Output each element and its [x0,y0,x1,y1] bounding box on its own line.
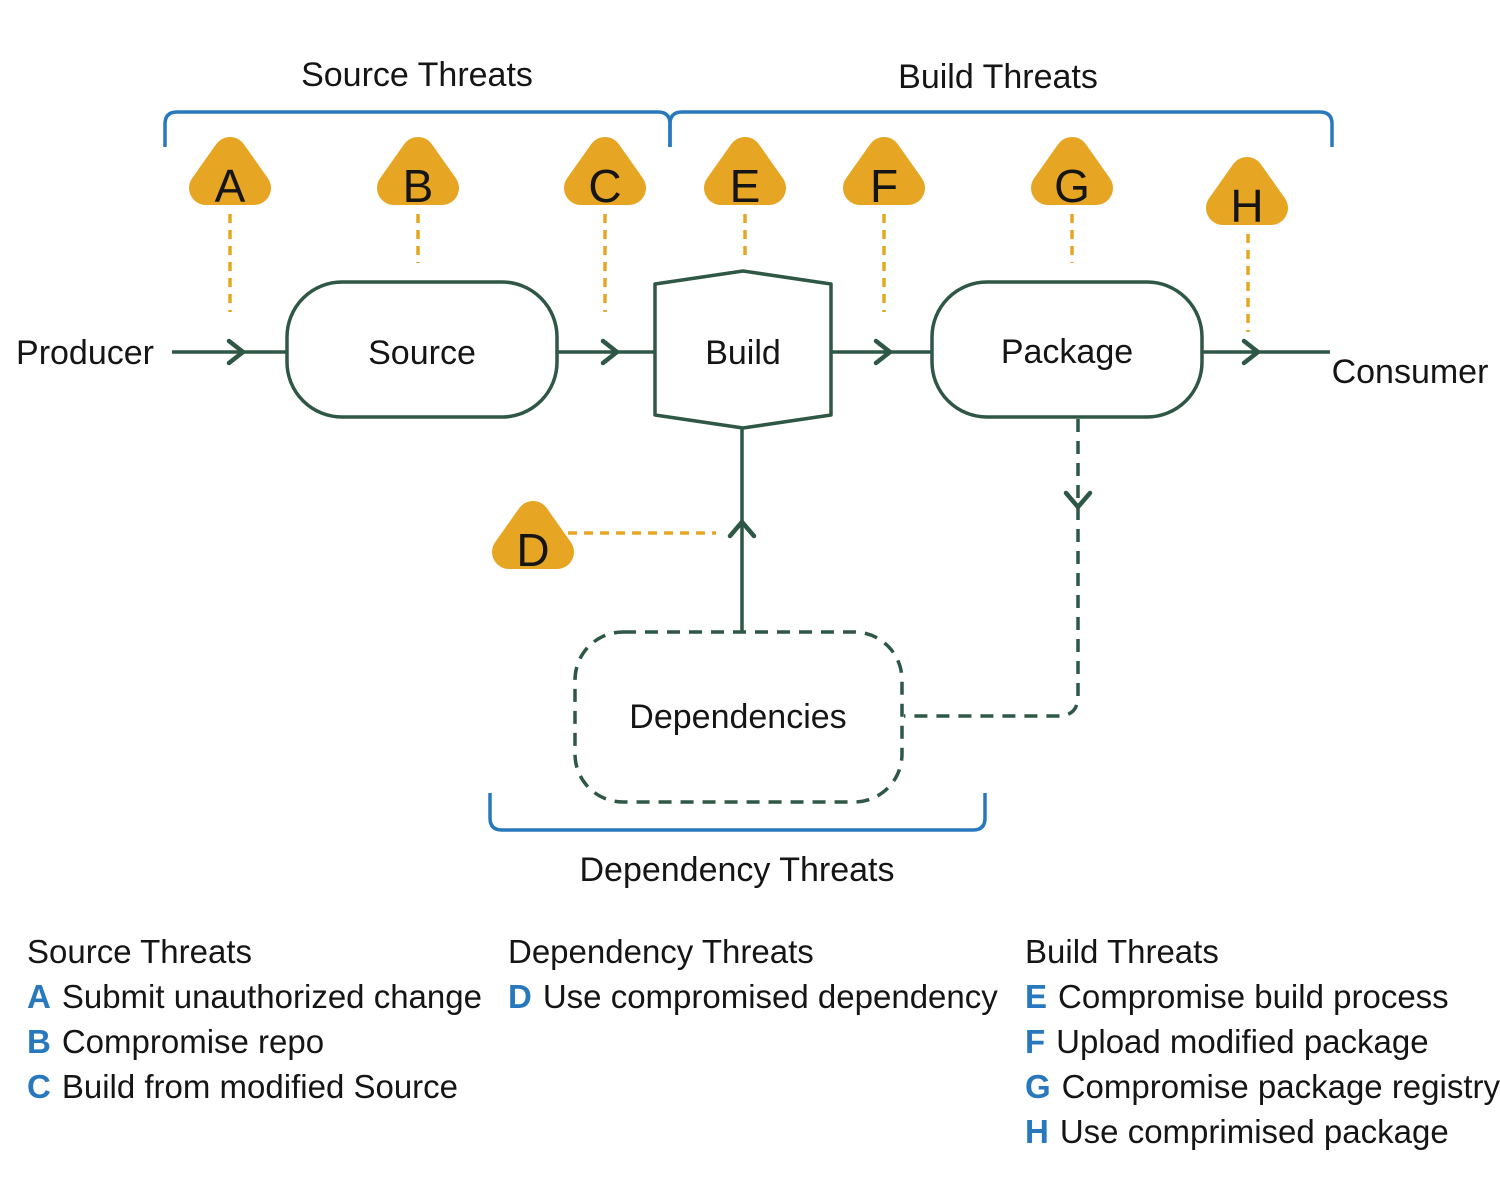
legend-key: B [27,1023,51,1060]
threat-letter-g: G [1054,160,1090,212]
legend-key: F [1025,1023,1046,1060]
legend-item-label: Build from modified Source [61,1068,459,1105]
threat-letter-c: C [588,160,621,212]
dependencies-box [573,630,904,804]
source-label: Source [368,334,476,372]
warning-triangle-icon-g [1031,137,1113,205]
legend-item-label: Use comprimised package [1059,1113,1449,1150]
legend-item-label: Compromise build process [1058,978,1449,1015]
producer-label: Producer [16,334,154,372]
title-source-threats: Source Threats [301,56,533,94]
legend-key: H [1025,1113,1049,1150]
threat-letter-e: E [730,160,761,212]
warning-triangle-icon-a [189,137,271,205]
legend-item: B Compromise repo [27,1019,482,1064]
legend-header: Source Threats [27,933,253,970]
legend-key: C [27,1068,51,1105]
legend-item: F Upload modified package [1025,1019,1500,1064]
legend-key: A [27,978,51,1015]
arrowhead-package-consumer [1241,338,1261,366]
title-build-threats: Build Threats [898,58,1098,96]
legend-item-label: Upload modified package [1056,1023,1429,1060]
threat-letter-a: A [215,160,246,212]
arrowhead-package-dependencies [1063,490,1093,510]
warning-triangle-icon-d [492,501,574,569]
legend-key: E [1025,978,1048,1015]
warning-triangle-icon-b [377,137,459,205]
legend-header: Dependency Threats [508,933,814,970]
threat-letter-f: F [870,160,898,212]
warning-triangle-icon-h [1206,157,1288,225]
threat-letter-h: H [1230,180,1263,232]
dependencies-label: Dependencies [629,698,846,736]
legend-item: A Submit unauthorized change [27,974,482,1019]
build-label: Build [705,334,781,372]
bracket-dependency-threats [488,793,987,832]
legend-item: C Build from modified Source [27,1064,482,1109]
threat-letter-d: D [516,524,549,576]
threat-markers: A B C E F G H D [189,137,1288,576]
source-box [285,280,559,419]
legend-key: D [508,978,532,1015]
warning-triangle-icon-f [843,137,925,205]
arrowhead-dependencies-build [727,519,757,539]
warning-triangle-icon-c [564,137,646,205]
consumer-label: Consumer [1332,353,1489,391]
bracket-build-threats [668,110,1334,147]
legend-column-source-threats: Source Threats A Submit unauthorized chan… [27,929,482,1109]
legend-item: E Compromise build process [1025,974,1500,1019]
arrowhead-build-package [873,338,893,366]
legend-item-label: Compromise package registry [1061,1068,1500,1105]
legend-item: D Use compromised dependency [508,974,998,1019]
package-box [930,280,1204,419]
package-label: Package [1001,333,1133,371]
build-hexagon [653,269,833,430]
legend-item: H Use comprimised package [1025,1109,1500,1154]
legend-item-label: Use compromised dependency [542,978,998,1015]
legend-item-label: Compromise repo [61,1023,325,1060]
legend-header: Build Threats [1025,933,1219,970]
legend-item-label: Submit unauthorized change [61,978,482,1015]
flow-line-package-dependencies [904,419,1080,718]
legend-item: G Compromise package registry [1025,1064,1500,1109]
arrowhead-producer-source [226,338,246,366]
threat-letter-b: B [403,160,434,212]
warning-triangle-icon-e [704,137,786,205]
legend-column-dependency-threats: Dependency Threats D Use compromised depe… [508,929,998,1019]
arrowhead-source-build [600,338,620,366]
legend-key: G [1025,1068,1051,1105]
title-dependency-threats: Dependency Threats [579,851,894,889]
